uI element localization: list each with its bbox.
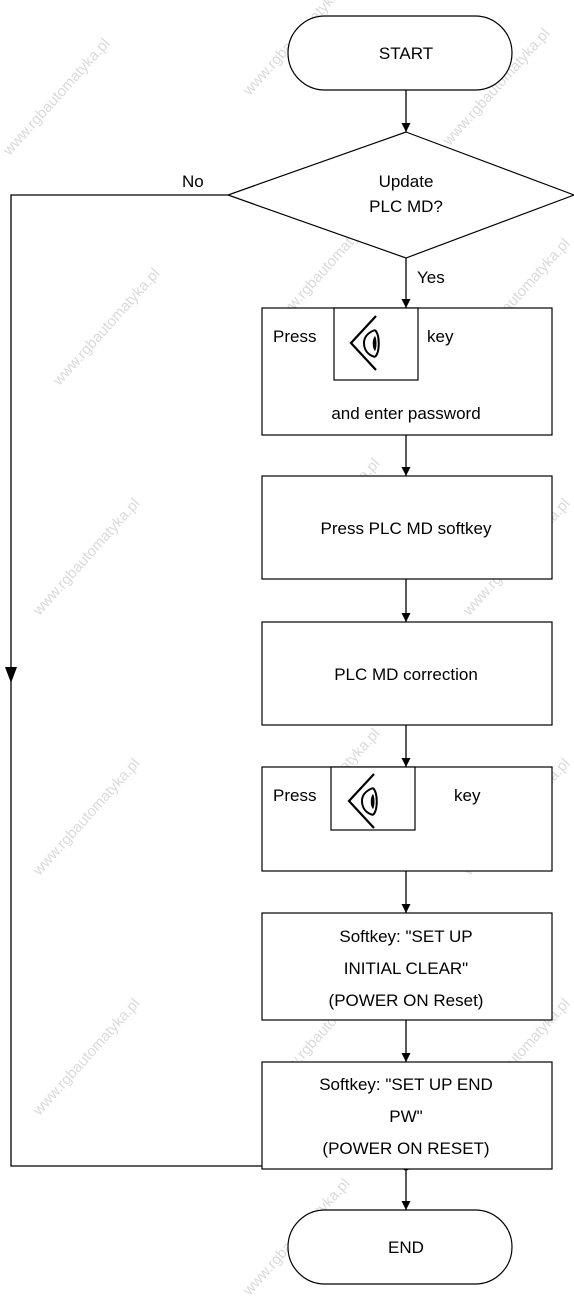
- step6-line3: (POWER ON RESET): [322, 1139, 489, 1158]
- end-terminal: END: [287, 1209, 513, 1285]
- step4-press-text: Press: [273, 786, 316, 805]
- decision-line2: PLC MD?: [369, 197, 443, 216]
- step1-password-text: and enter password: [331, 404, 480, 423]
- step-softkey-initial-clear: Softkey: "SET UP INITIAL CLEAR" (POWER O…: [261, 912, 553, 1021]
- step6-line2: PW": [389, 1107, 422, 1126]
- eye-icon: [333, 307, 419, 381]
- decision-line1: Update: [379, 172, 434, 191]
- step2-text: Press PLC MD softkey: [321, 519, 492, 538]
- step-press-key-password: Press key and enter password: [261, 307, 553, 436]
- watermark-text: www.rgbautomatyka.pl: [29, 755, 143, 879]
- watermark-text: www.rgbautomatyka.pl: [49, 265, 163, 389]
- step-press-key: Press key: [261, 766, 553, 872]
- watermark-text: www.rgbautomatyka.pl: [29, 495, 143, 619]
- step3-text: PLC MD correction: [334, 665, 478, 684]
- watermark-text: www.rgbautomatyka.pl: [29, 995, 143, 1119]
- step5-line2: INITIAL CLEAR": [344, 959, 468, 978]
- step5-line1: Softkey: "SET UP: [339, 927, 472, 946]
- no-branch-arrow: [5, 667, 17, 683]
- start-label: START: [379, 44, 433, 63]
- step4-key-text: key: [454, 786, 481, 805]
- start-terminal: START: [287, 15, 513, 91]
- eye-icon: [330, 766, 416, 831]
- step6-line1: Softkey: "SET UP END: [319, 1075, 493, 1094]
- no-label: No: [182, 172, 204, 191]
- watermark-text: www.rgbautomatyka.pl: [0, 35, 113, 159]
- step-press-plc-md-softkey: Press PLC MD softkey: [261, 475, 553, 580]
- step-plc-md-correction: PLC MD correction: [261, 621, 553, 726]
- step-softkey-end-pw: Softkey: "SET UP END PW" (POWER ON RESET…: [261, 1061, 553, 1170]
- decision-diamond: Update PLC MD?: [226, 131, 574, 259]
- step1-press-text: Press: [273, 327, 316, 346]
- step1-key-text: key: [427, 327, 454, 346]
- end-label: END: [388, 1238, 424, 1257]
- step5-line3: (POWER ON Reset): [329, 991, 484, 1010]
- yes-label: Yes: [417, 268, 445, 287]
